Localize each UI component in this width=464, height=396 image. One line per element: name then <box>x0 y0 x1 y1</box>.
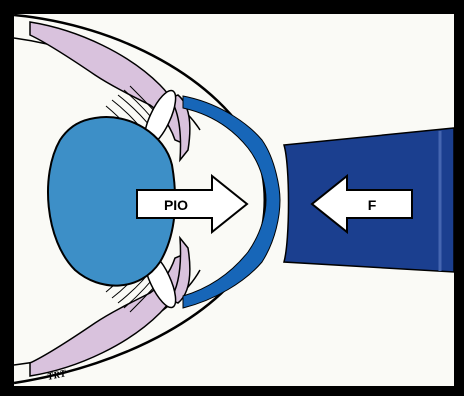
force-label: F <box>368 197 377 213</box>
pio-label: PIO <box>164 197 188 213</box>
